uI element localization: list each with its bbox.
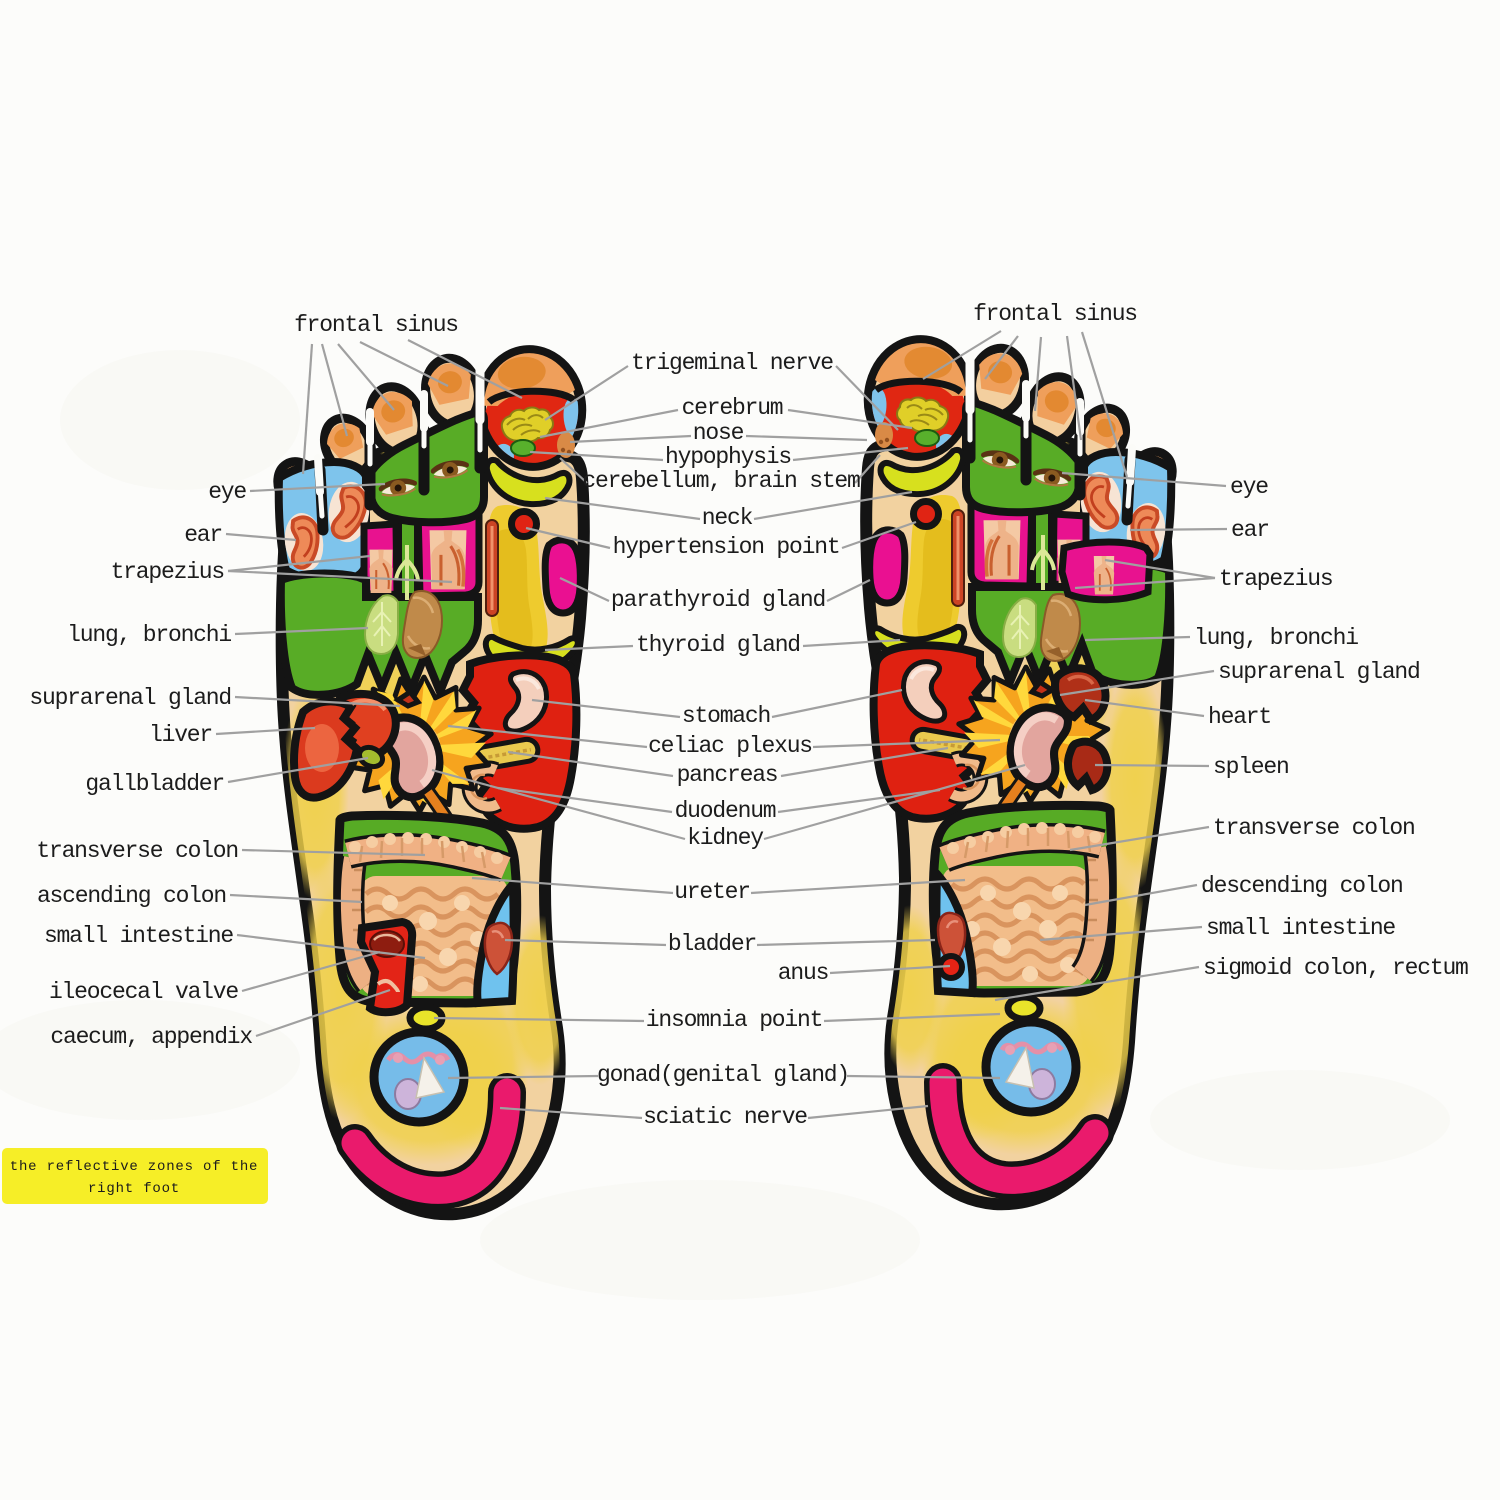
svg-text:ear: ear — [1231, 517, 1269, 543]
svg-text:thyroid gland: thyroid gland — [636, 632, 800, 658]
svg-text:small intestine: small intestine — [44, 923, 233, 949]
svg-text:trigeminal nerve: trigeminal nerve — [631, 350, 833, 376]
svg-text:ileocecal valve: ileocecal valve — [49, 979, 238, 1005]
svg-text:cerebellum, brain stem: cerebellum, brain stem — [582, 468, 860, 494]
svg-text:transverse colon: transverse colon — [1213, 815, 1415, 841]
svg-text:suprarenal gland: suprarenal gland — [29, 685, 231, 711]
svg-text:liver: liver — [149, 722, 212, 748]
svg-text:right foot: right foot — [88, 1181, 180, 1197]
svg-text:trapezius: trapezius — [1219, 566, 1332, 592]
svg-text:small intestine: small intestine — [1206, 915, 1395, 941]
svg-text:descending colon: descending colon — [1201, 873, 1403, 899]
svg-text:frontal sinus: frontal sinus — [294, 312, 458, 338]
svg-text:gallbladder: gallbladder — [85, 771, 224, 797]
svg-text:bladder: bladder — [668, 931, 756, 957]
svg-text:frontal sinus: frontal sinus — [973, 301, 1137, 327]
svg-text:hypertension point: hypertension point — [613, 534, 840, 560]
svg-text:ascending colon: ascending colon — [37, 883, 226, 909]
svg-text:duodenum: duodenum — [675, 798, 776, 824]
svg-text:lung, bronchi: lung, bronchi — [1194, 625, 1358, 651]
svg-text:kidney: kidney — [687, 825, 764, 851]
svg-text:pancreas: pancreas — [677, 762, 778, 788]
svg-text:transverse colon: transverse colon — [36, 838, 238, 864]
svg-text:insomnia point: insomnia point — [646, 1007, 822, 1033]
svg-text:suprarenal gland: suprarenal gland — [1218, 659, 1420, 685]
svg-text:stomach: stomach — [682, 703, 770, 729]
svg-text:heart: heart — [1208, 704, 1271, 730]
svg-text:gonad(genital gland): gonad(genital gland) — [597, 1062, 849, 1088]
svg-text:trapezius: trapezius — [111, 559, 224, 585]
svg-text:celiac plexus: celiac plexus — [648, 733, 812, 759]
svg-text:spleen: spleen — [1213, 754, 1289, 780]
svg-text:caecum, appendix: caecum, appendix — [50, 1024, 252, 1050]
svg-text:nose: nose — [693, 420, 744, 446]
svg-text:ureter: ureter — [674, 879, 750, 905]
svg-text:ear: ear — [184, 522, 222, 548]
svg-text:cerebrum: cerebrum — [682, 395, 783, 421]
svg-text:neck: neck — [702, 505, 753, 531]
svg-text:sigmoid colon, rectum: sigmoid colon, rectum — [1203, 955, 1468, 981]
svg-text:parathyroid gland: parathyroid gland — [611, 587, 825, 613]
svg-text:eye: eye — [1230, 474, 1268, 500]
svg-text:anus: anus — [778, 960, 828, 986]
svg-text:eye: eye — [208, 479, 246, 505]
svg-text:lung, bronchi: lung, bronchi — [67, 622, 231, 648]
svg-text:hypophysis: hypophysis — [665, 444, 791, 470]
svg-text:sciatic nerve: sciatic nerve — [643, 1104, 807, 1130]
svg-text:the reflective zones of the: the reflective zones of the — [10, 1159, 258, 1175]
